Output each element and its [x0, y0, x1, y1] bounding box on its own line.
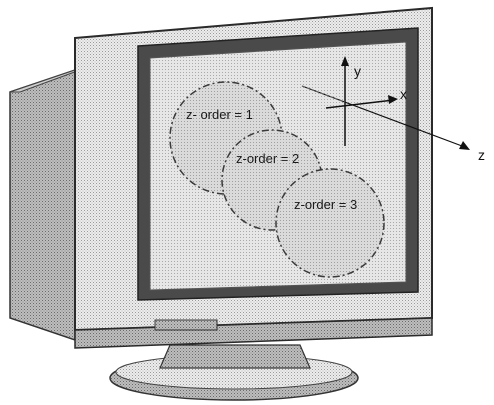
axis-label-y: y — [354, 63, 361, 79]
z-axis-arrow-icon — [459, 141, 470, 150]
y-axis-arrow-icon — [341, 56, 349, 66]
monitor-back-housing — [9, 68, 81, 342]
axis-label-z: z — [478, 147, 485, 163]
x-axis-line — [325, 99, 395, 109]
circle-z-order-3 — [275, 168, 385, 278]
control-panel — [154, 319, 218, 331]
monitor-stand — [109, 344, 359, 401]
label-z-order-1: z- order = 1 — [186, 107, 253, 122]
axes-group — [301, 56, 470, 150]
label-z-order-3: z-order = 3 — [294, 197, 357, 212]
axis-label-x: x — [400, 86, 407, 102]
z-axis-line — [301, 85, 463, 147]
x-axis-arrow-icon — [388, 95, 398, 104]
label-z-order-2: z-order = 2 — [236, 151, 299, 166]
